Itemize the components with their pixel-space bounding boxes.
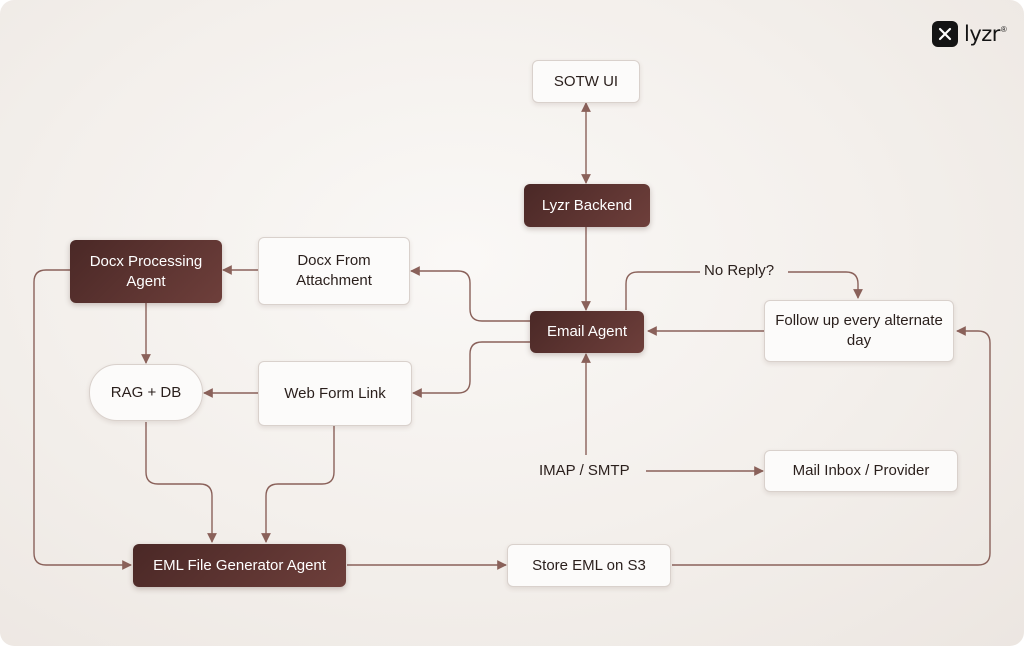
- edge-email-docxattach: [410, 266, 530, 322]
- node-web-form-link[interactable]: Web Form Link: [258, 361, 412, 426]
- lyzr-logo-icon: [932, 21, 958, 47]
- edge-store-followup: [672, 331, 991, 566]
- brand-name: lyzr: [964, 22, 1000, 46]
- node-sotw-ui[interactable]: SOTW UI: [532, 60, 640, 103]
- brand-registered-mark: ®: [1000, 24, 1007, 34]
- edge-label-no-reply: No Reply?: [704, 262, 775, 279]
- node-mail-inbox-provider[interactable]: Mail Inbox / Provider: [764, 450, 958, 492]
- node-rag-db[interactable]: RAG + DB: [89, 364, 203, 421]
- node-store-eml-s3[interactable]: Store EML on S3: [507, 544, 671, 587]
- node-email-agent[interactable]: Email Agent: [530, 311, 644, 353]
- node-eml-file-generator-agent[interactable]: EML File Generator Agent: [133, 544, 346, 587]
- edge-email-noreply-followup: [625, 271, 858, 310]
- edge-email-webform: [412, 341, 530, 398]
- node-follow-up[interactable]: Follow up every alternate day: [764, 300, 954, 362]
- node-docx-processing-agent[interactable]: Docx Processing Agent: [70, 240, 222, 303]
- lyzr-logo: lyzr ®: [932, 20, 1007, 48]
- edge-webform-eml: [261, 426, 335, 543]
- label-imap-smtp: IMAP / SMTP: [539, 462, 630, 479]
- node-lyzr-backend[interactable]: Lyzr Backend: [524, 184, 650, 227]
- edge-docxproc-eml: [33, 269, 132, 570]
- edge-rag-eml: [145, 422, 217, 543]
- node-docx-from-attachment[interactable]: Docx From Attachment: [258, 237, 410, 305]
